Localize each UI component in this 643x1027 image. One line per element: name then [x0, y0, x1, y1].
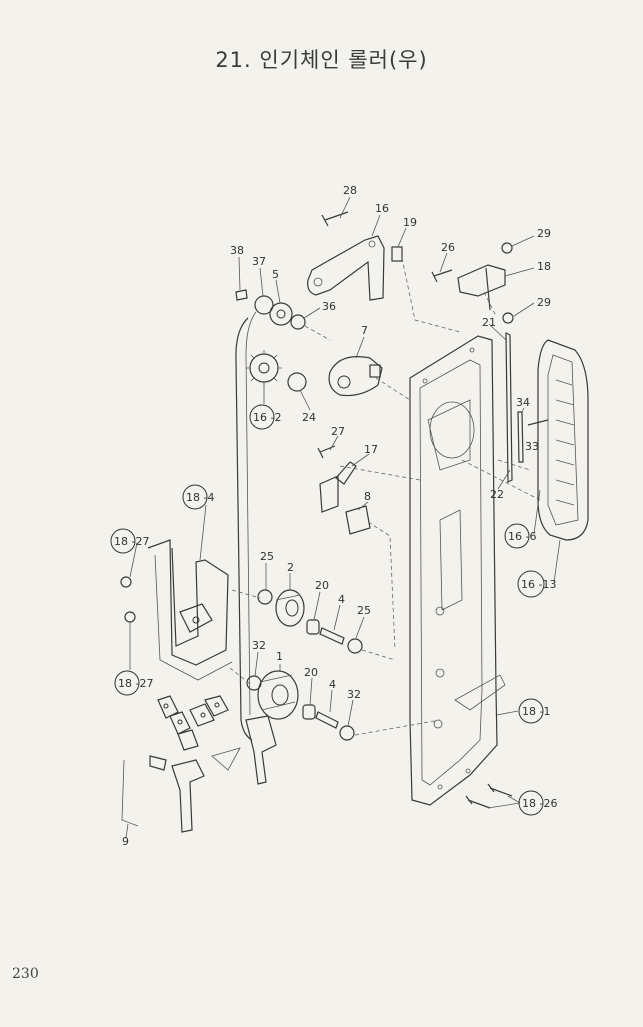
page-number: 230	[12, 966, 39, 982]
nut-18-27-bottom	[124, 611, 136, 623]
roller-2	[275, 589, 305, 627]
nut-29-top	[501, 242, 513, 254]
callout-27: 27	[331, 425, 345, 438]
sprocket-16-2	[246, 350, 282, 386]
callout-16: 16	[375, 202, 389, 215]
callout-18-1: 18 -1	[522, 705, 550, 718]
pin-4-b	[315, 711, 339, 729]
callout-33: 33	[525, 440, 539, 453]
callout-18-26: 18 -26	[522, 797, 557, 810]
callout-20-a: 20	[315, 579, 329, 592]
bolt-34	[517, 411, 524, 463]
callout-36: 36	[322, 300, 336, 313]
callout-25-b: 25	[357, 604, 371, 617]
callout-18: 18	[537, 260, 551, 273]
assembly-lines	[229, 257, 541, 736]
callout-26: 26	[441, 241, 455, 254]
callout-29-top: 29	[537, 227, 551, 240]
chain-cover-right	[537, 339, 589, 541]
callout-16-6: 16 -6	[508, 530, 536, 543]
callout-16-13: 16 -13	[521, 578, 556, 591]
callout-19: 19	[403, 216, 417, 229]
snap-ring-36	[290, 314, 306, 330]
callout-37: 37	[252, 255, 266, 268]
sprocket-5	[269, 302, 293, 326]
callout-4-b: 4	[329, 678, 336, 691]
washer-32-b	[339, 725, 355, 741]
callout-22: 22	[490, 488, 504, 501]
callout-9: 9	[122, 835, 129, 848]
callout-5: 5	[272, 268, 279, 281]
left-guide-rail	[235, 311, 257, 741]
block-8	[345, 505, 371, 535]
tab-17	[335, 461, 357, 485]
washer-37	[254, 295, 274, 315]
callout-18-4: 18 -4	[186, 491, 214, 504]
callout-24: 24	[302, 411, 316, 424]
roller-1	[257, 670, 299, 720]
left-bracket-18-4	[147, 539, 233, 681]
washer-25-a	[257, 589, 273, 605]
callout-circles	[110, 404, 545, 816]
callout-16-2: 16 -2	[253, 411, 281, 424]
callout-18-27-top: 18 -27	[114, 535, 149, 548]
tension-plate-7	[328, 356, 383, 397]
callout-2: 2	[287, 561, 294, 574]
bracket-18	[457, 264, 506, 311]
bracket-17	[319, 475, 339, 513]
washer-25-b	[347, 638, 363, 654]
callout-20-b: 20	[304, 666, 318, 679]
bolt-28	[321, 211, 349, 227]
retaining-ring-24	[287, 372, 307, 392]
callout-18-27-bottom: 18 -27	[118, 677, 153, 690]
bolt-18-26-b	[465, 795, 491, 809]
part-33	[527, 419, 549, 426]
callout-32-b: 32	[347, 688, 361, 701]
bushing-20-a	[306, 619, 320, 635]
callout-21: 21	[482, 316, 496, 329]
callout-8: 8	[364, 490, 371, 503]
callout-32-a: 32	[252, 639, 266, 652]
chain-link-hanger	[245, 715, 277, 785]
callout-34: 34	[516, 396, 530, 409]
callout-4-a: 4	[338, 593, 345, 606]
bolt-27	[317, 445, 336, 459]
callout-29-bottom: 29	[537, 296, 551, 309]
pin-4-a	[319, 627, 345, 645]
bolt-38	[235, 289, 248, 301]
callout-1: 1	[276, 650, 283, 663]
callout-25-a: 25	[260, 550, 274, 563]
callout-7: 7	[361, 324, 368, 337]
lever-9	[121, 755, 205, 833]
callout-38: 38	[230, 244, 244, 257]
nut-18-27-top	[120, 576, 132, 588]
nut-29-bottom	[502, 312, 514, 324]
chain-links	[157, 695, 229, 751]
callout-17: 17	[364, 443, 378, 456]
callout-labels: 28 16 19 26 29 18 29 38 37 5 36 7 21 34 …	[114, 184, 557, 848]
bracket-arm-16	[307, 235, 385, 301]
leader-lines	[125, 196, 561, 839]
callout-28: 28	[343, 184, 357, 197]
main-frame-plate	[409, 335, 506, 806]
bushing-20-b	[302, 704, 316, 720]
bolt-18-26-a	[487, 783, 513, 797]
bolt-26	[431, 269, 453, 283]
rod-21	[505, 332, 513, 483]
arrow-indicator	[211, 747, 241, 771]
bushing-19	[391, 246, 403, 262]
page-title: 21. 인기체인 롤러(우)	[215, 48, 428, 72]
